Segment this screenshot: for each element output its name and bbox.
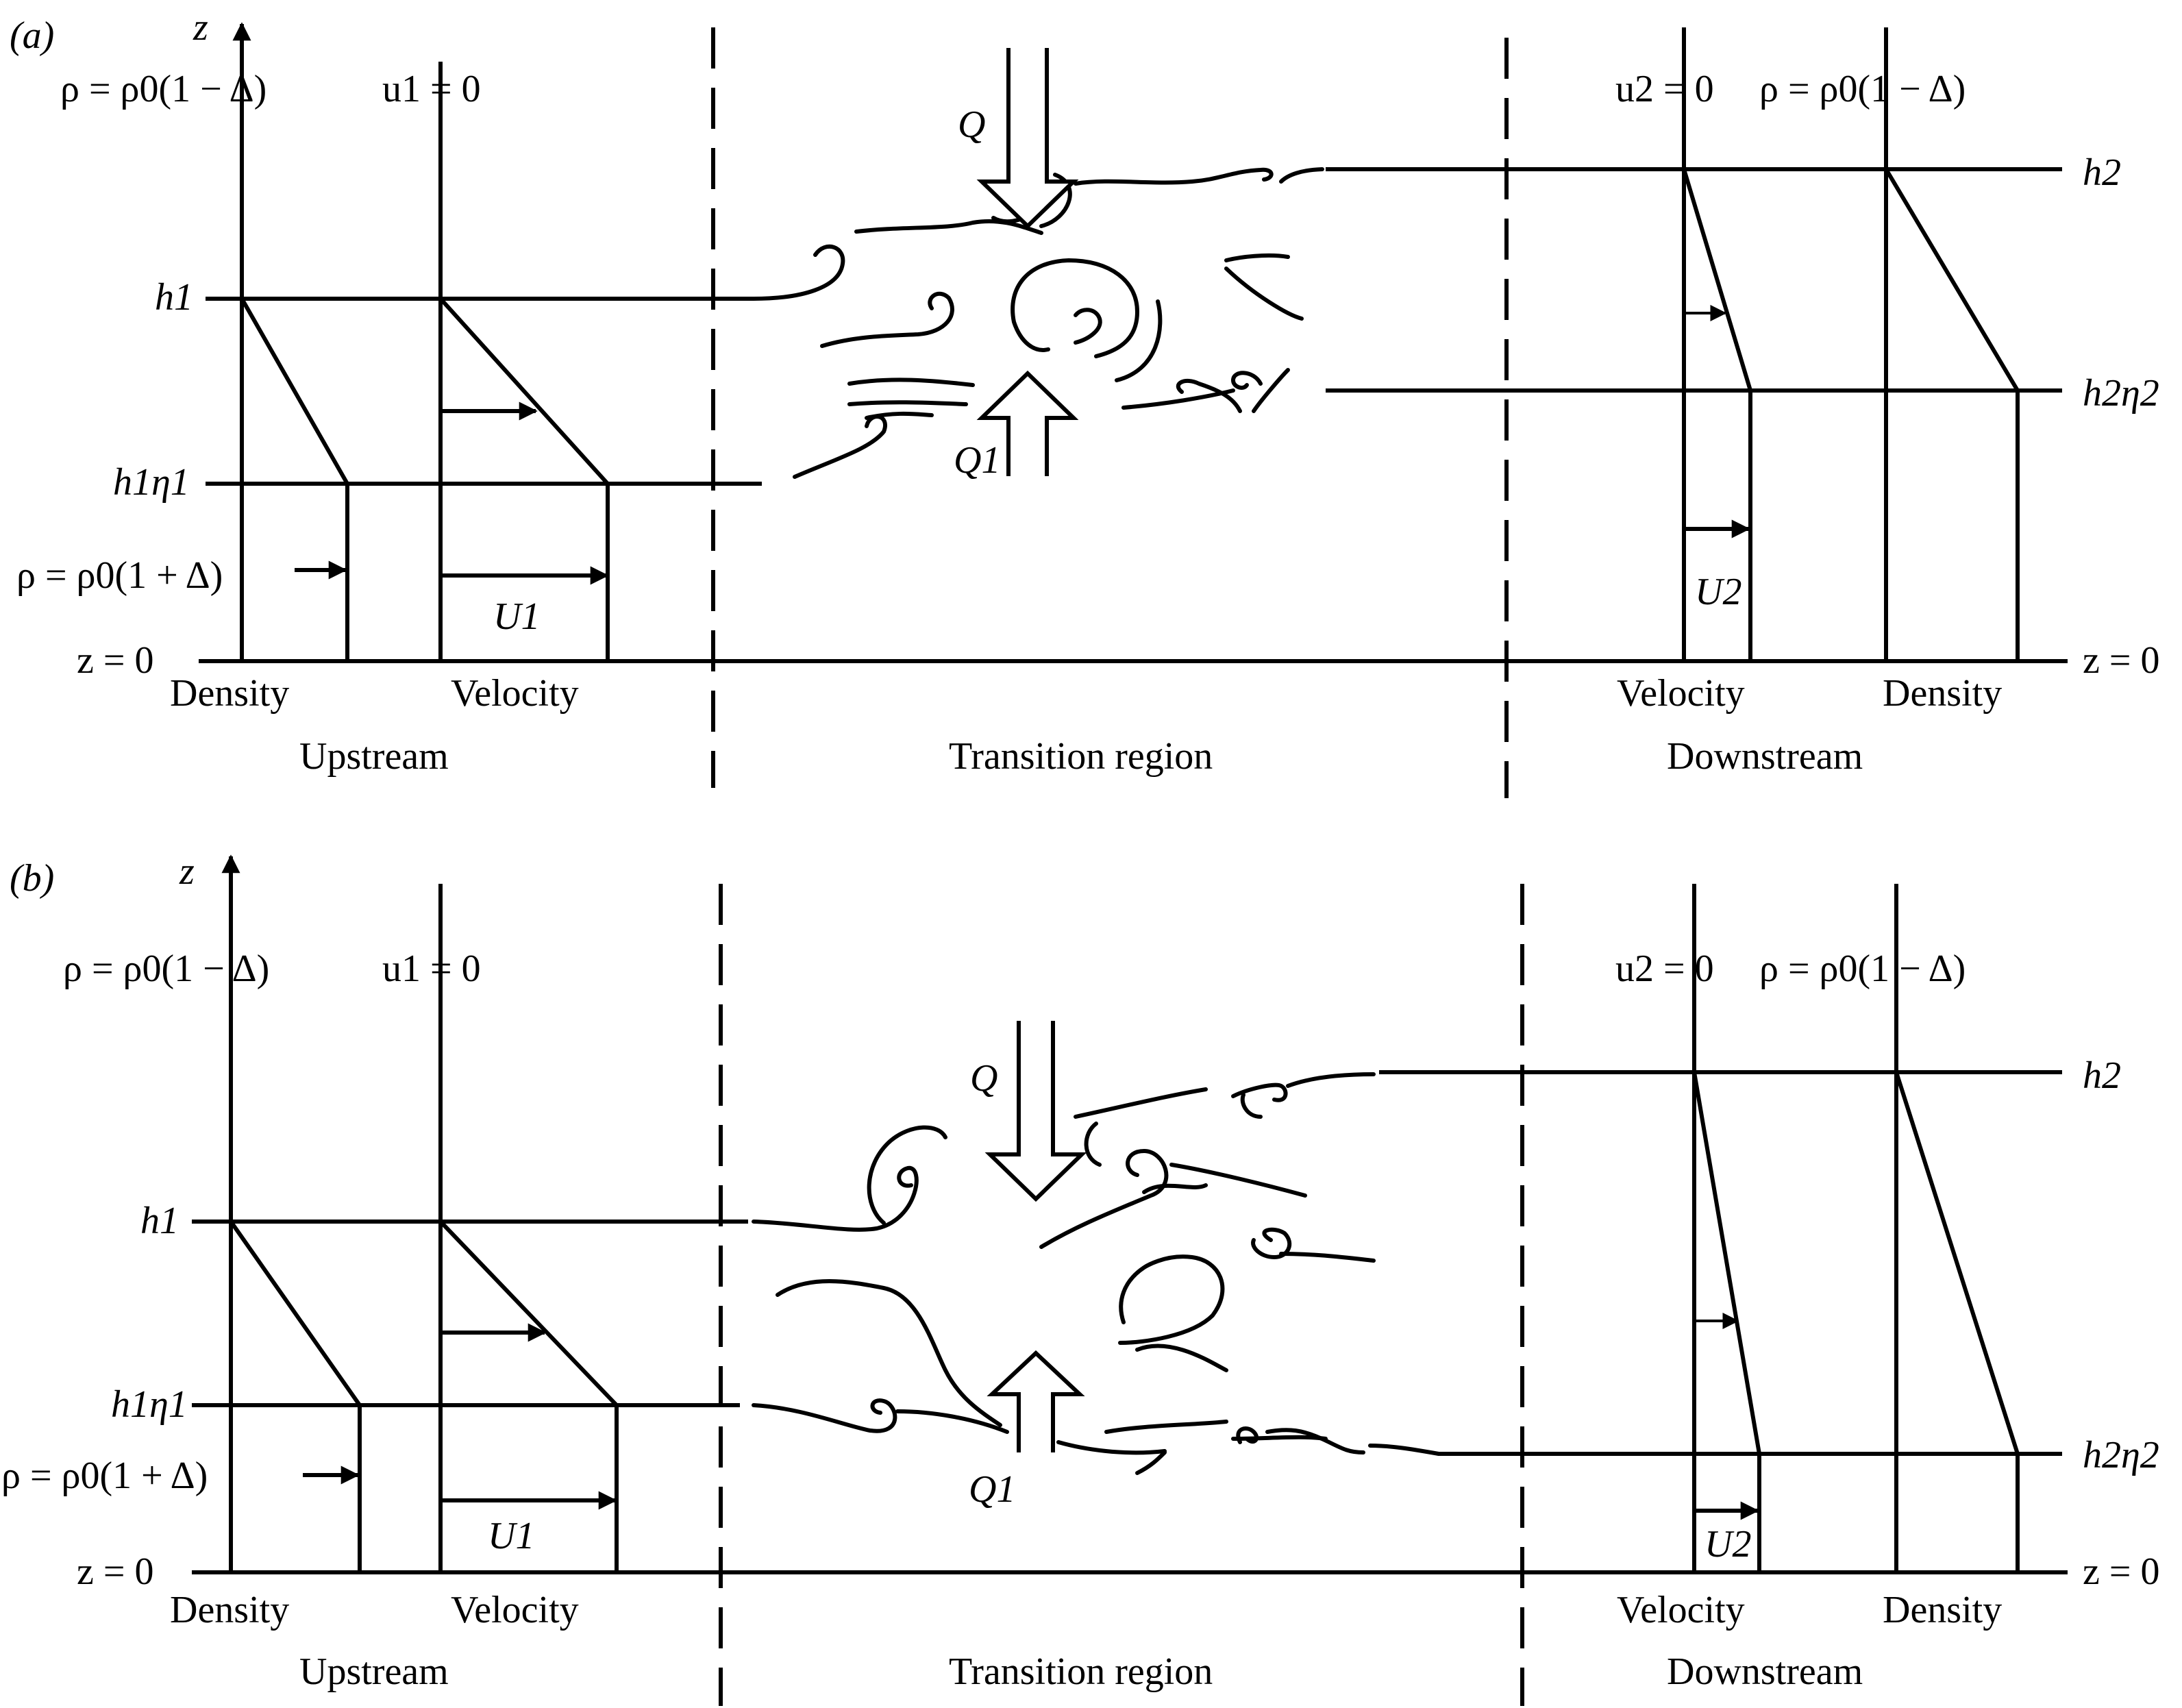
panel-a-z0-right: z = 0 — [2083, 639, 2159, 682]
panel-b: (b) z — [1, 850, 2159, 1706]
panel-b-u1: u1 = 0 — [382, 948, 481, 990]
panel-a-upstream-label: Upstream — [299, 735, 449, 778]
panel-b-h2eta2-label: h2η2 — [2083, 1434, 2159, 1476]
panel-a-h2-label: h2 — [2083, 151, 2121, 194]
panel-a-rho-bottom: ρ = ρ0(1 + Δ) — [16, 554, 223, 597]
panel-a-density-right: Density — [1883, 672, 2002, 715]
panel-b-h1-label: h1 — [140, 1200, 179, 1242]
panel-a-Q1-label: Q1 — [954, 439, 1000, 482]
panel-a-downstream-label: Downstream — [1667, 735, 1863, 778]
panel-b-rho-top-right: ρ = ρ0(1 − Δ) — [1759, 948, 1966, 990]
panel-b-rho-top-left: ρ = ρ0(1 − Δ) — [63, 948, 269, 990]
panel-a-rho-top-right: ρ = ρ0(1 − Δ) — [1759, 68, 1966, 110]
panel-a-h2eta2-label: h2η2 — [2083, 372, 2159, 414]
panel-a-velocity-left: Velocity — [451, 672, 579, 715]
panel-b-U1-label: U1 — [488, 1515, 534, 1557]
panel-b-downstream-velocity-profile — [1692, 1072, 1761, 1572]
panel-a-U1-label: U1 — [493, 595, 540, 638]
panel-a-tag: (a) — [10, 14, 54, 57]
panel-b-rho-bottom: ρ = ρ0(1 + Δ) — [1, 1455, 208, 1497]
panel-b-z-axis-label: z — [179, 850, 195, 893]
panel-b-downstream-density-profile — [1894, 1072, 2020, 1572]
panel-a-h1-label: h1 — [155, 276, 193, 319]
panel-a-Q-label: Q — [958, 103, 985, 146]
panel-b-turbulent-eddies — [752, 1072, 1441, 1475]
panel-a-u1: u1 = 0 — [382, 68, 481, 110]
panel-a-z-axis-label: z — [193, 6, 208, 49]
panel-a-Q1-outflow-arrow — [976, 370, 1079, 476]
panel-a-h1eta1-label: h1η1 — [113, 461, 190, 504]
panel-a-z0-left: z = 0 — [77, 639, 153, 682]
panel-b-z0-left: z = 0 — [77, 1550, 153, 1593]
panel-a-U2-label: U2 — [1695, 571, 1741, 613]
panel-a-density-left: Density — [170, 672, 289, 715]
panel-a-upstream-density-profile — [240, 297, 349, 661]
panel-b-transition-label: Transition region — [949, 1650, 1213, 1693]
panel-a-upstream-velocity-profile — [438, 297, 610, 661]
panel-b-U2-label: U2 — [1704, 1523, 1751, 1565]
panel-b-velocity-right: Velocity — [1617, 1589, 1745, 1631]
panel-b-h1eta1-label: h1η1 — [111, 1383, 188, 1426]
panel-b-density-right: Density — [1883, 1589, 2002, 1631]
panel-b-velocity-left: Velocity — [451, 1589, 579, 1631]
panel-b-Q-inflow-arrow — [984, 1021, 1087, 1202]
panel-b-upstream-velocity-profile — [438, 1220, 619, 1572]
panel-b-z0-right: z = 0 — [2083, 1550, 2159, 1593]
panel-a-velocity-right: Velocity — [1617, 672, 1745, 715]
panel-a-turbulent-eddies — [752, 167, 1324, 479]
panel-a-rho-top-left: ρ = ρ0(1 − Δ) — [60, 68, 266, 110]
panel-a-u2: u2 = 0 — [1615, 68, 1714, 110]
panel-a-downstream-velocity-profile — [1682, 169, 1752, 661]
panel-a-transition-label: Transition region — [949, 735, 1213, 778]
panel-b-Q1-label: Q1 — [969, 1468, 1015, 1511]
panel-b-tag: (b) — [10, 857, 54, 900]
panel-b-Q-label: Q — [970, 1057, 997, 1100]
panel-b-upstream-label: Upstream — [299, 1650, 449, 1693]
panel-a: (a) z — [10, 6, 2159, 798]
panel-a-Q-inflow-arrow — [976, 48, 1079, 230]
panel-b-density-left: Density — [170, 1589, 289, 1631]
panel-b-u2: u2 = 0 — [1615, 948, 1714, 990]
panel-b-downstream-label: Downstream — [1667, 1650, 1863, 1693]
panel-b-Q1-outflow-arrow — [987, 1350, 1085, 1452]
panel-b-h2-label: h2 — [2083, 1054, 2121, 1097]
panel-b-upstream-density-profile — [229, 1220, 362, 1572]
panel-a-downstream-density-profile — [1884, 168, 2020, 661]
